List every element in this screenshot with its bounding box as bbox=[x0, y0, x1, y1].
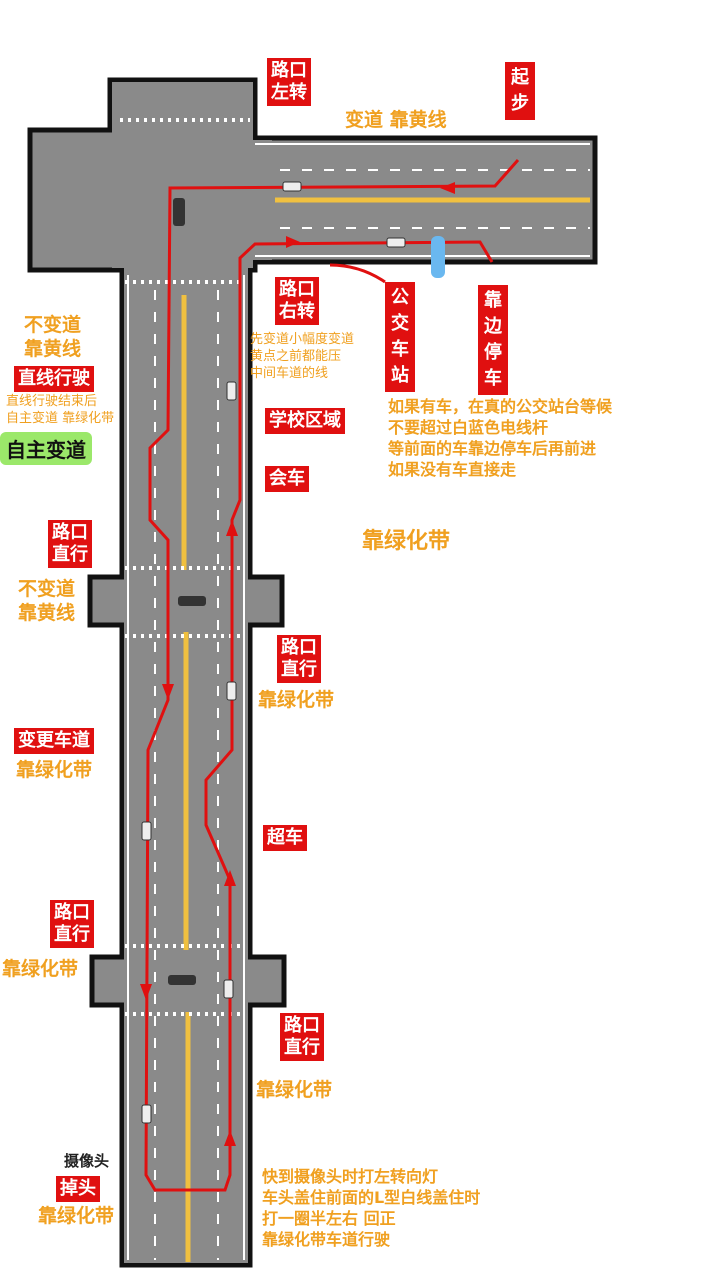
label-pull-over: 靠边停车 bbox=[478, 285, 508, 395]
label-camera: 摄像头 bbox=[64, 1152, 110, 1170]
pole-icon bbox=[431, 236, 445, 278]
right-turn-note: 先变道小幅度变道黄点之前都能压中间车道的线 bbox=[250, 332, 355, 381]
uturn-note: 快到摄像头时打左转向灯车头盖住前面的L型白线盖住时打一圈半左右 回正靠绿化带车道… bbox=[262, 1167, 481, 1249]
label-straight-2: 路口 直行 bbox=[277, 635, 321, 683]
crosswalks bbox=[120, 118, 250, 1016]
bus-note: 如果有车，在真的公交站台等候不要超过白蓝色电线杆等前面的车靠边停车后再前进如果没… bbox=[388, 397, 613, 479]
route-line bbox=[144, 159, 520, 1192]
label-straight-drive: 直线行驶 bbox=[14, 366, 94, 392]
note-keep-green-1: 靠绿化带 bbox=[362, 529, 451, 554]
label-right-turn: 路口 右转 bbox=[275, 277, 319, 325]
lane-dashes bbox=[154, 169, 590, 1260]
note-lane-change: 变道 靠黄线 bbox=[345, 109, 447, 131]
note-keep-green-3: 靠绿化带 bbox=[16, 759, 93, 781]
note-keep-green-2: 靠绿化带 bbox=[258, 689, 335, 711]
note-no-change-2: 不变道靠黄线 bbox=[18, 578, 76, 624]
traffic-lights bbox=[168, 198, 206, 985]
label-u-turn: 掉头 bbox=[56, 1176, 100, 1202]
straight-note: 直线行驶结束后自主变道 靠绿化带 bbox=[6, 394, 115, 426]
label-overtake: 超车 bbox=[263, 825, 307, 851]
label-school-zone: 学校区域 bbox=[265, 408, 345, 434]
label-straight-1: 路口 直行 bbox=[48, 520, 92, 568]
label-straight-3: 路口 直行 bbox=[50, 900, 94, 948]
cars bbox=[141, 181, 406, 1124]
label-bus-stop: 公交车站 bbox=[385, 282, 415, 392]
label-free-lane-change: 自主变道 bbox=[0, 432, 92, 465]
label-left-turn: 路口 左转 bbox=[267, 58, 311, 106]
label-straight-4: 路口 直行 bbox=[280, 1013, 324, 1061]
note-keep-green-4: 靠绿化带 bbox=[2, 958, 79, 980]
note-no-change-1: 不变道靠黄线 bbox=[24, 314, 82, 360]
note-keep-green-6: 靠绿化带 bbox=[38, 1205, 115, 1227]
label-meet-car: 会车 bbox=[265, 466, 309, 492]
note-keep-green-5: 靠绿化带 bbox=[256, 1079, 333, 1101]
route-arrows bbox=[140, 182, 455, 1146]
label-change-lane: 变更车道 bbox=[14, 728, 94, 754]
label-start: 起步 bbox=[505, 62, 535, 120]
bus-stop-pointer bbox=[329, 263, 386, 284]
yellow-center-lines bbox=[181, 197, 590, 1262]
